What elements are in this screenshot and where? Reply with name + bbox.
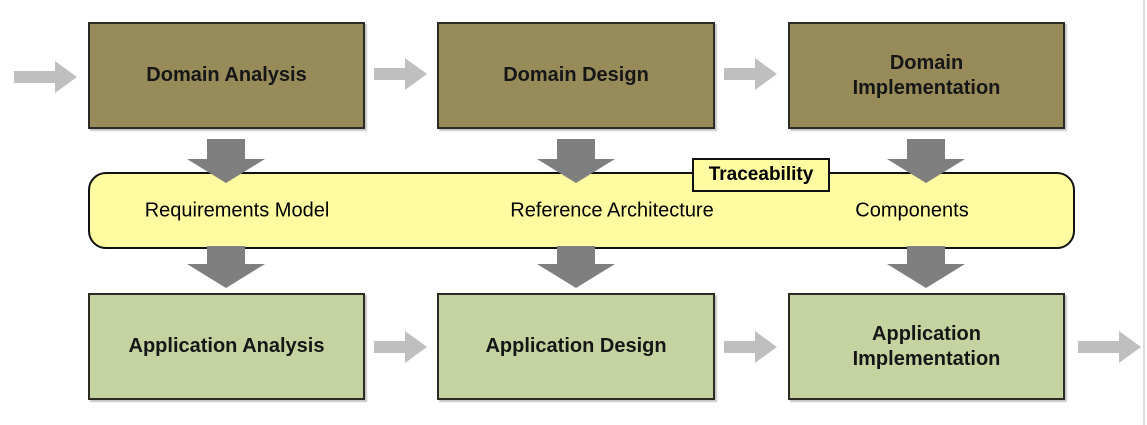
traceability-band: Requirements Model Reference Architectur…: [88, 172, 1075, 249]
artifact-label-requirements-model: Requirements Model: [144, 199, 330, 221]
arrow-down-icon: [187, 139, 265, 183]
stage-label-application-design: Application Design: [485, 335, 667, 357]
arrow-right-icon: [374, 331, 427, 363]
stage-box-domain-design: Domain Design: [437, 22, 715, 129]
artifact-label-components: Components: [855, 199, 969, 221]
traceability-tag: Traceability: [692, 158, 830, 192]
arrow-right-icon: [724, 331, 777, 363]
artifact-label-reference-architecture: Reference Architecture: [510, 199, 714, 221]
stage-box-domain-implementation: Domain Implementation: [788, 22, 1065, 129]
arrow-right-icon: [1078, 331, 1141, 363]
stage-label-application-analysis: Application Analysis: [128, 335, 325, 357]
arrow-down-icon: [887, 246, 965, 288]
arrow-down-icon: [887, 139, 965, 183]
stage-label-domain-design: Domain Design: [503, 64, 649, 86]
stage-box-application-design: Application Design: [437, 293, 715, 400]
stage-label-application-implementation: Application Implementation: [852, 322, 1001, 370]
arrow-down-icon: [537, 139, 615, 183]
arrow-right-icon: [14, 61, 77, 93]
stage-box-domain-analysis: Domain Analysis: [88, 22, 365, 129]
arrow-right-icon: [374, 58, 427, 90]
stage-box-application-analysis: Application Analysis: [88, 293, 365, 400]
arrow-down-icon: [537, 246, 615, 288]
arrow-right-icon: [724, 58, 777, 90]
traceability-tag-label: Traceability: [708, 164, 814, 185]
stage-label-domain-analysis: Domain Analysis: [146, 64, 307, 86]
stage-box-application-implementation: Application Implementation: [788, 293, 1065, 400]
stage-label-domain-implementation: Domain Implementation: [852, 51, 1001, 99]
arrow-down-icon: [187, 246, 265, 288]
page-edge-line: [1143, 0, 1145, 425]
